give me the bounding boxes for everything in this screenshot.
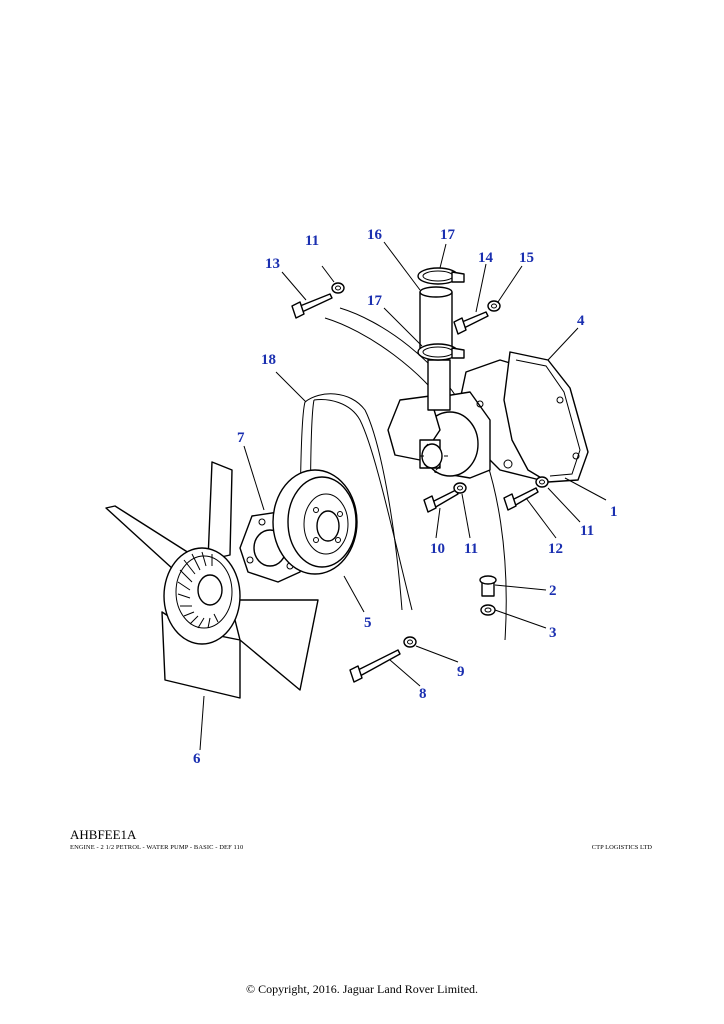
bypass-hose[interactable] [419, 286, 453, 349]
callout-8[interactable]: 8 [419, 686, 427, 702]
bolt-8[interactable] [349, 649, 401, 683]
bolt-13[interactable] [291, 293, 333, 319]
callout-6[interactable]: 6 [193, 751, 201, 767]
callout-labels: 1 2 3 4 5 6 7 8 9 10 11 11 11 12 13 14 1… [193, 227, 618, 767]
publisher-label: CTP LOGISTICS LTD [591, 844, 652, 851]
diagram-reference-code: AHBFEE1A [70, 827, 137, 842]
drain-plug-2[interactable] [479, 575, 497, 597]
callout-12[interactable]: 12 [548, 541, 563, 557]
water-pump-pulley[interactable] [272, 469, 358, 575]
washer-15[interactable] [487, 300, 501, 312]
callout-16[interactable]: 16 [367, 227, 383, 243]
callout-11-mid[interactable]: 11 [464, 541, 478, 557]
diagram-caption: ENGINE - 2 1/2 PETROL - WATER PUMP - BAS… [70, 844, 244, 851]
washer-3[interactable] [480, 604, 496, 616]
callout-15[interactable]: 15 [519, 250, 534, 266]
callout-2[interactable]: 2 [549, 583, 557, 599]
callout-17-lower[interactable]: 17 [367, 293, 383, 309]
bolt-10[interactable] [423, 489, 459, 513]
bolt-12[interactable] [503, 487, 539, 511]
callout-18[interactable]: 18 [261, 352, 276, 368]
callout-4[interactable]: 4 [577, 313, 585, 329]
callout-9[interactable]: 9 [457, 664, 465, 680]
washer-11-right[interactable] [535, 476, 549, 488]
callout-7[interactable]: 7 [237, 430, 245, 446]
hose-clip-upper[interactable] [417, 267, 465, 285]
callout-14[interactable]: 14 [478, 250, 494, 266]
hose-clip-lower[interactable] [417, 343, 465, 361]
water-pump-gasket[interactable] [503, 351, 589, 483]
washer-11-mid[interactable] [453, 482, 467, 494]
callout-1[interactable]: 1 [610, 504, 618, 520]
copyright-notice: © Copyright, 2016. Jaguar Land Rover Lim… [245, 982, 479, 996]
cooling-fan[interactable] [105, 461, 319, 699]
callout-11-right[interactable]: 11 [580, 523, 594, 539]
callout-5[interactable]: 5 [364, 615, 372, 631]
leader-lines [199, 241, 607, 751]
callout-11-top[interactable]: 11 [305, 233, 319, 249]
callout-13[interactable]: 13 [265, 256, 280, 272]
callout-17-top[interactable]: 17 [440, 227, 456, 243]
bolt-14[interactable] [453, 311, 489, 335]
washer-11-top[interactable] [331, 282, 345, 294]
callout-3[interactable]: 3 [549, 625, 557, 641]
callout-10[interactable]: 10 [430, 541, 445, 557]
washer-9[interactable] [403, 636, 417, 648]
